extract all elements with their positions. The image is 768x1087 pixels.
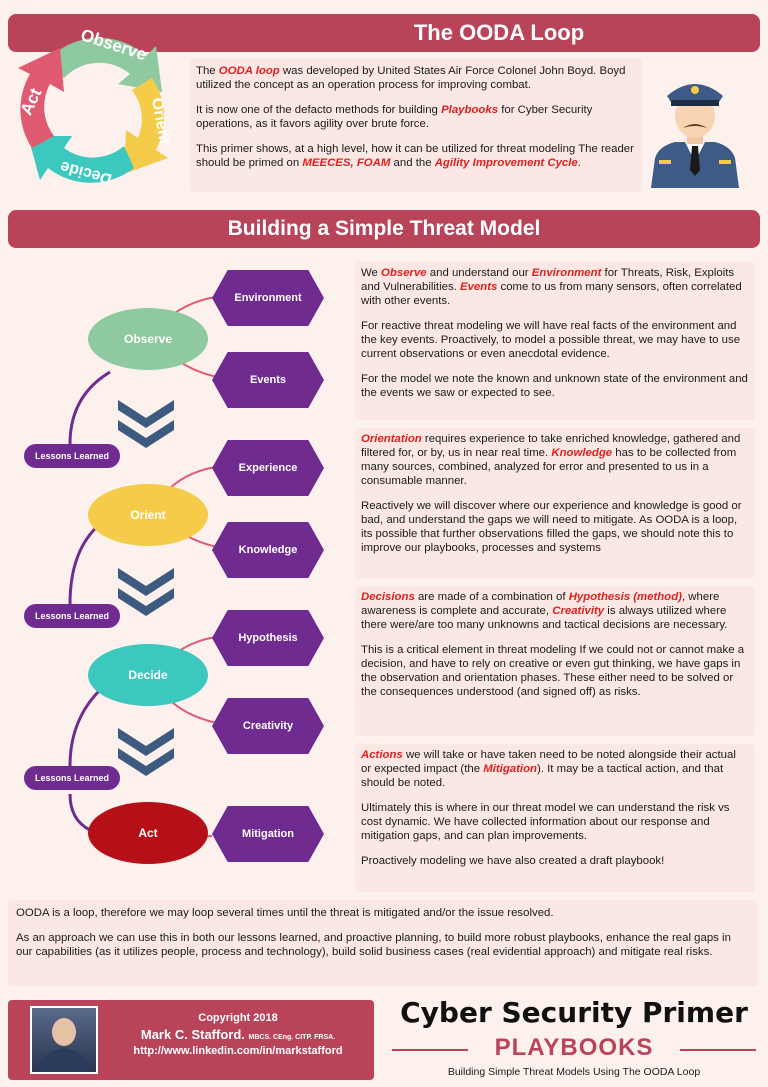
playbooks-rule-right	[680, 1049, 756, 1051]
ooda-cycle-graphic: Observe Orient Decide Act	[6, 18, 186, 198]
lessons-learned-3: Lessons Learned	[24, 766, 120, 790]
observe-paragraph-3: For the model we note the known and unkn…	[361, 372, 749, 400]
stage-observe: Observe	[88, 308, 208, 370]
stage-act: Act	[88, 802, 208, 864]
primer-title: Cyber Security Primer	[384, 996, 764, 1029]
act-paragraph-2: Ultimately this is where in our threat m…	[361, 801, 749, 843]
observe-panel: We Observe and understand our Environmen…	[355, 262, 755, 420]
threat-model-banner: Building a Simple Threat Model	[8, 210, 760, 248]
summary-paragraph-1: OODA is a loop, therefore we may loop se…	[16, 906, 750, 920]
act-panel: Actions we will take or have taken need …	[355, 744, 755, 892]
author-name: Mark C. Stafford. MBCS. CEng. CITP. FRSA…	[108, 1027, 368, 1042]
orient-paragraph-1: Orientation requires experience to take …	[361, 432, 749, 488]
observe-paragraph-1: We Observe and understand our Environmen…	[361, 266, 749, 308]
stage-chevrons	[118, 400, 174, 776]
decide-paragraph-1: Decisions are made of a combination of H…	[361, 590, 749, 632]
stage-decide: Decide	[88, 644, 208, 706]
author-silhouette-icon	[32, 1008, 96, 1072]
decide-panel: Decisions are made of a combination of H…	[355, 586, 755, 736]
observe-paragraph-2: For reactive threat modeling we will hav…	[361, 319, 749, 361]
section-title: Building a Simple Threat Model	[228, 217, 541, 240]
primer-subtitle: Building Simple Threat Models Using The …	[384, 1066, 764, 1078]
lessons-learned-1: Lessons Learned	[24, 444, 120, 468]
orient-paragraph-2: Reactively we will discover where our ex…	[361, 499, 749, 555]
author-details: Copyright 2018 Mark C. Stafford. MBCS. C…	[108, 1012, 368, 1057]
author-photo	[30, 1006, 98, 1074]
input-knowledge: Knowledge	[212, 522, 324, 578]
page-title: The OODA Loop	[414, 20, 584, 45]
input-environment: Environment	[212, 270, 324, 326]
summary-paragraph-2: As an approach we can use this in both o…	[16, 931, 750, 959]
act-paragraph-1: Actions we will take or have taken need …	[361, 748, 749, 790]
lessons-arrows	[70, 372, 110, 830]
summary-panel: OODA is a loop, therefore we may loop se…	[8, 900, 758, 986]
pilot-illustration	[645, 66, 745, 188]
decide-paragraph-2: This is a critical element in threat mod…	[361, 643, 749, 699]
playbooks-heading: PLAYBOOKS	[384, 1034, 764, 1062]
input-events: Events	[212, 352, 324, 408]
lessons-learned-2: Lessons Learned	[24, 604, 120, 628]
author-footer: Copyright 2018 Mark C. Stafford. MBCS. C…	[8, 1000, 374, 1080]
author-link[interactable]: http://www.linkedin.com/in/markstafford	[108, 1045, 368, 1057]
input-creativity: Creativity	[212, 698, 324, 754]
orient-panel: Orientation requires experience to take …	[355, 428, 755, 578]
stage-orient: Orient	[88, 484, 208, 546]
input-hypothesis: Hypothesis	[212, 610, 324, 666]
act-paragraph-3: Proactively modeling we have also create…	[361, 854, 749, 868]
intro-panel: The OODA loop was developed by United St…	[190, 58, 642, 192]
intro-paragraph-2: It is now one of the defacto methods for…	[196, 103, 636, 131]
intro-paragraph-3: This primer shows, at a high level, how …	[196, 142, 636, 170]
intro-paragraph-1: The OODA loop was developed by United St…	[196, 64, 636, 92]
input-mitigation: Mitigation	[212, 806, 324, 862]
copyright-text: Copyright 2018	[108, 1012, 368, 1024]
input-experience: Experience	[212, 440, 324, 496]
